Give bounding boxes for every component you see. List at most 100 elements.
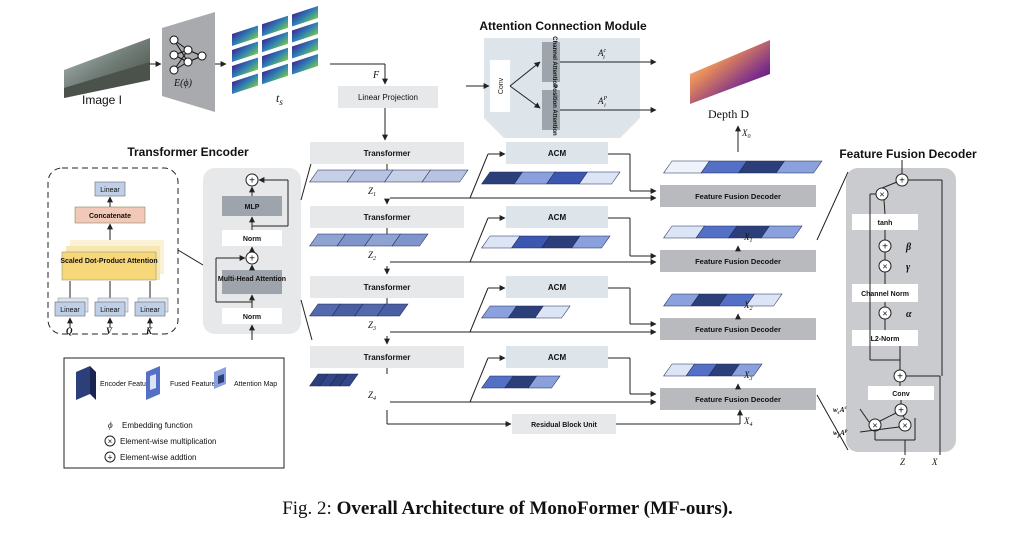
transformer-block [310,346,464,368]
decoder-tanh-label: tanh [878,220,893,227]
encoder-mlp [222,196,282,216]
attn-top-linear [94,181,126,197]
k-label: K [145,326,153,336]
feature-fusion-decoder-label: Feature Fusion Decoder [695,192,781,201]
legend-attention-map: Attention Map [234,381,277,388]
legend-add-sign: + [107,453,112,463]
decoder-mult-alpha-sign: × [882,309,887,319]
acm-module-panel [484,38,640,138]
decoder-add-low-sign: + [898,406,904,417]
depth-map [690,40,770,104]
encoder-feature [309,233,429,247]
encoder-add-top-icon [245,173,259,187]
decoder-conv [868,386,934,400]
attn-linear-v-label: Linear [100,307,120,314]
legend-mult-sign: × [108,437,113,446]
attn-concat-label: Concatenate [89,213,131,220]
q-label: Q [66,326,73,336]
acm-label: ACM [548,213,567,222]
attn-sdp [61,251,157,281]
fused-feature [663,225,803,239]
feature-fusion-decoder-label: Feature Fusion Decoder [695,257,781,266]
beta-label: β [905,242,912,253]
feature-fusion-decoder-block [660,318,816,340]
acm-title: Attention Connection Module [479,19,647,33]
legend-add-desc: Element-wise addtion [120,453,196,462]
residual-block [512,414,616,434]
legend-box [63,357,285,469]
feature-fusion-decoder-block [660,250,816,272]
image-label: Image I [82,93,122,107]
z-label: Z2 [368,250,376,262]
feature-label: F [372,70,380,81]
transformer-label: Transformer [364,353,411,362]
attention-map [481,235,611,249]
feature-fusion-decoder-block [660,185,816,207]
legend-encoder-feature: Encoder Feature [100,381,152,388]
attn-linear-k-label: Linear [140,307,160,314]
encoder-title: Transformer Encoder [127,145,249,159]
decoder-mult-gamma-sign: × [882,262,887,272]
decoder-conv-label: Conv [892,391,910,398]
input-image [64,38,150,98]
patch-tokens [232,6,318,94]
attn-concat [74,206,146,224]
x4-label: X4 [743,416,753,428]
encoder-norm-top-label: Norm [243,236,261,243]
z-label: Z3 [368,320,376,332]
channel-attention-label: Channel Attention [551,36,557,88]
encoder-mlp-label: MLP [245,204,260,211]
tokens-label: ts [276,91,283,107]
encoder-feature-icon [76,366,96,400]
acm-block [506,142,608,164]
position-attention-block [542,90,560,130]
z-label: Z4 [368,390,376,402]
transformer-block [310,206,464,228]
transformer-block [310,142,464,164]
encoder-feature [309,373,359,387]
linear-projection-block [338,86,438,108]
encoder-mha-label: Multi-Head Attention [218,276,286,283]
legend-mult-desc: Element-wise multiplication [120,437,216,446]
attn-sdp-label: Scaled Dot-Product Attention [60,258,157,265]
feature-fusion-decoder-block [660,388,816,410]
legend-add-icon [104,451,116,463]
depth-label: Depth D [708,107,749,121]
wc-label: wcAc [833,406,848,416]
decoder-tanh [852,214,918,230]
transformer-block [310,276,464,298]
acm-block [506,346,608,368]
attention-map [481,375,561,389]
attn-linear-q-label: Linear [60,307,80,314]
transformer-label: Transformer [364,149,411,158]
decoder-z-input: Z [900,457,906,467]
legend-mult-icon [104,435,116,447]
x-label: X1 [743,232,753,244]
attn-bottom-linears [54,297,169,317]
transformer-label: Transformer [364,283,411,292]
decoder-l2norm [852,330,918,346]
channel-attention-block [542,42,560,82]
z-label: Z1 [368,186,376,198]
decoder-mult-wp-sign: × [902,421,907,431]
encoder-add-mid-sign: + [249,254,255,265]
acm-conv-block [490,60,510,112]
decoder-add-beta-sign: + [882,242,888,253]
figure-caption: Fig. 2: Overall Architecture of MonoForm… [0,498,1015,520]
fused-feature [663,293,783,307]
acm-block [506,206,608,228]
fused-feature [663,160,823,174]
attention-map-icon [214,367,226,389]
encoder-norm-bottom-label: Norm [243,314,261,321]
transformer-label: Transformer [364,213,411,222]
decoder-add-mid-sign: + [897,372,903,383]
acm-label: ACM [548,149,567,158]
acm-block [506,276,608,298]
decoder-x-input: X [931,457,938,467]
attention-map [481,171,621,185]
embedding-label: E(ϕ) [173,78,193,89]
position-attention-label: Position Attention [551,84,557,136]
x0-label: X0 [741,128,751,140]
encoder-mha [222,270,282,294]
residual-block-label: Residual Block Unit [531,422,597,429]
